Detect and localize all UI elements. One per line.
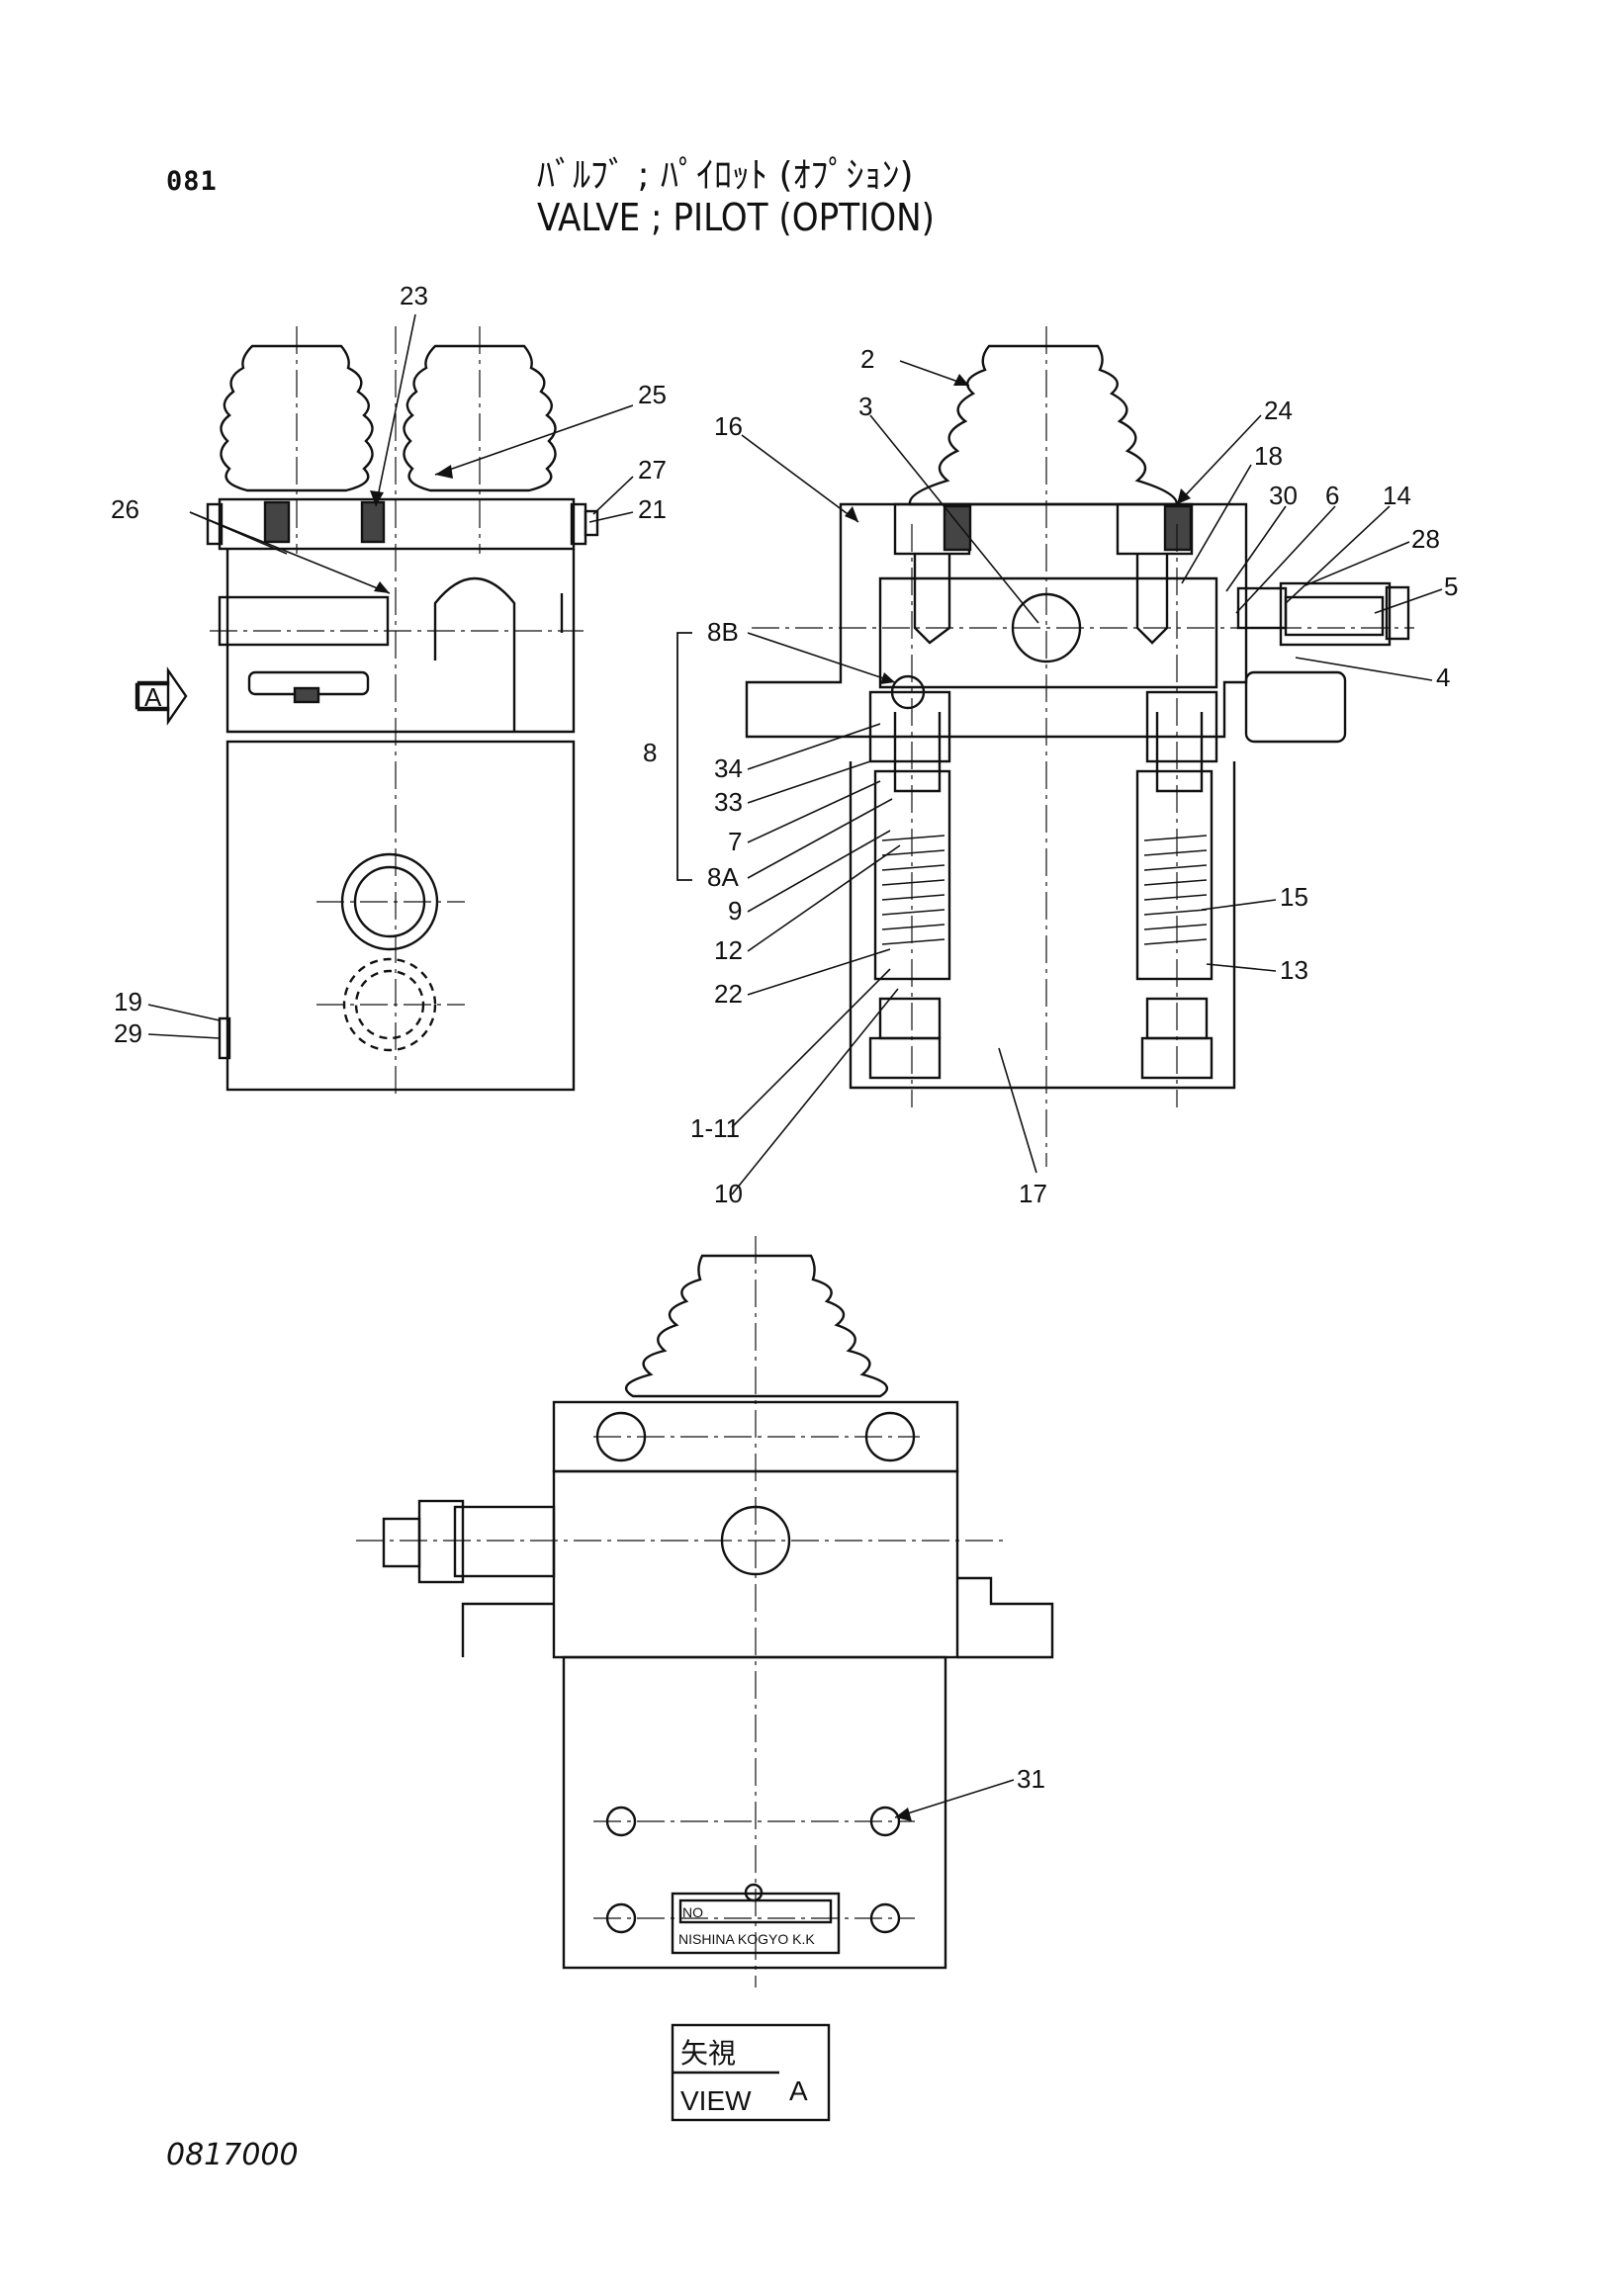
callout-8: 8 [643, 738, 657, 767]
callout-8a: 8A [707, 862, 739, 892]
section-view [676, 326, 1414, 1167]
callout-25: 25 [638, 380, 667, 409]
callout-6: 6 [1325, 481, 1339, 510]
callout-26: 26 [111, 494, 139, 524]
callout-29: 29 [114, 1018, 142, 1048]
leader-lines [147, 313, 1443, 1818]
view-box-jp: 矢視 [680, 2038, 736, 2069]
callout-22: 22 [714, 979, 743, 1009]
boot-section [908, 344, 1179, 506]
callout-9: 9 [728, 896, 742, 926]
callout-17: 17 [1019, 1179, 1047, 1208]
nameplate-no: NO [682, 1904, 703, 1920]
callout-5: 5 [1444, 572, 1458, 601]
callout-30: 30 [1269, 481, 1298, 510]
view-box-letter: A [789, 2075, 808, 2106]
title-english: VALVE ; PILOT (OPTION) [537, 196, 936, 239]
callout-18: 18 [1254, 441, 1283, 471]
plug-knurled-right [360, 500, 386, 544]
callout-19: 19 [114, 987, 142, 1016]
callout-13: 13 [1280, 955, 1308, 985]
callout-31: 31 [1017, 1764, 1045, 1794]
callout-16: 16 [714, 411, 743, 441]
view-box-en: VIEW [680, 2085, 752, 2116]
body-block [225, 740, 576, 1092]
port-fitting [1279, 581, 1392, 647]
callout-24: 24 [1264, 396, 1293, 425]
callout-14: 14 [1383, 481, 1411, 510]
callout-34: 34 [714, 753, 743, 783]
callout-1-11: 1-11 [690, 1113, 740, 1143]
casing-upper [225, 549, 576, 734]
boot-view-a [624, 1254, 889, 1398]
page-code: 081 [166, 166, 218, 197]
title-japanese: ﾊﾞﾙﾌﾞ ; ﾊﾟｲﾛｯﾄ (ｵﾌﾟｼｮﾝ) [537, 155, 914, 196]
callout-2: 2 [860, 344, 874, 374]
callout-10: 10 [714, 1179, 743, 1208]
view-arrow-a-letter: A [144, 682, 162, 712]
nameplate-maker: NISHINA KOGYO K.K [678, 1931, 815, 1947]
plug-knurled-left [263, 500, 291, 544]
callout-33: 33 [714, 787, 743, 817]
boot-right [403, 344, 557, 492]
callout-4: 4 [1436, 662, 1450, 692]
boot-left [220, 344, 374, 492]
callout-8b: 8B [707, 617, 739, 647]
callout-3: 3 [858, 392, 872, 421]
callout-7: 7 [728, 827, 742, 856]
callout-21: 21 [638, 494, 667, 524]
drawing-number: 0817000 [166, 2138, 299, 2172]
callout-12: 12 [714, 935, 743, 965]
callout-27: 27 [638, 455, 667, 485]
section-lower-body [849, 761, 1236, 1090]
side-view [135, 326, 599, 1100]
callout-23: 23 [400, 281, 428, 310]
view-a-drawing [356, 1236, 1054, 2122]
callout-15: 15 [1280, 882, 1308, 912]
callout-28: 28 [1411, 524, 1440, 554]
view-a-body [562, 1655, 947, 1970]
